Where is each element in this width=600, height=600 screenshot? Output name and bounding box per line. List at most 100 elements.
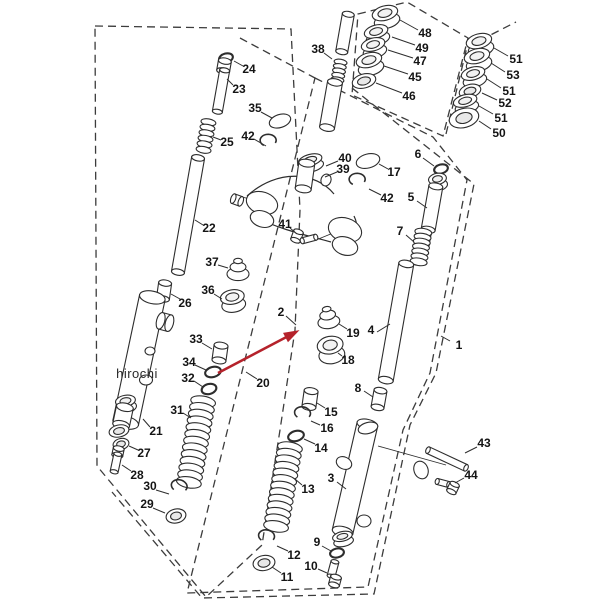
callout-18: 18: [337, 352, 355, 367]
callout-38: 38: [311, 42, 333, 60]
part-cap-nut: [226, 257, 250, 282]
part-spring: [409, 227, 433, 267]
dashed-boundary-6: [445, 21, 517, 135]
part-cylinder: [335, 10, 355, 56]
part-number-label: 31: [170, 403, 184, 417]
callout-21: 21: [142, 418, 163, 438]
part-seal: [108, 424, 130, 438]
part-cylinder: [155, 311, 175, 333]
part-cylinder: [318, 78, 344, 132]
callout-36: 36: [201, 283, 223, 300]
part-cylinder: [109, 451, 123, 475]
callout-24: 24: [233, 60, 256, 76]
part-number-label: 25: [220, 135, 234, 149]
part-cylinder: [446, 480, 460, 496]
part-bushing-ring: [316, 335, 346, 365]
callout-15: 15: [316, 402, 338, 419]
callout-14: 14: [303, 438, 328, 455]
part-number-label: 16: [320, 421, 334, 435]
part-number-label: 9: [314, 535, 321, 549]
part-number-label: 47: [413, 54, 427, 68]
callout-43: 43: [464, 436, 491, 454]
part-bushing-ring: [332, 530, 354, 548]
callout-5: 5: [408, 190, 428, 209]
part-disc: [249, 209, 275, 229]
part-number-label: 35: [248, 101, 262, 115]
part-seal: [252, 554, 276, 572]
part-number-label: 11: [281, 570, 294, 584]
part-number-label: 32: [181, 371, 195, 385]
callout-1: 1: [440, 335, 463, 352]
part-number-label: 1: [456, 338, 463, 352]
part-o-ring: [204, 365, 222, 379]
callout-4: 4: [368, 323, 391, 337]
part-cylinder: [370, 386, 388, 412]
callout-41: 41: [278, 217, 298, 235]
callout-50: 50: [478, 120, 506, 140]
callout-23: 23: [226, 78, 246, 96]
part-number-label: 20: [256, 376, 270, 390]
part-number-label: 4: [368, 323, 375, 337]
dashed-boundary-3: [239, 37, 316, 79]
part-cylinder: [377, 259, 415, 385]
part-number-label: 37: [205, 255, 219, 269]
part-number-label: 13: [301, 482, 315, 496]
part-cylinder: [425, 446, 469, 472]
assembly-axis-line: [377, 445, 447, 466]
part-spring: [175, 395, 217, 489]
part-disc: [138, 374, 154, 386]
part-number-label: 51: [509, 52, 523, 66]
part-number-label: 12: [287, 548, 301, 562]
callout-49: 49: [391, 36, 429, 55]
part-circlip: [293, 406, 312, 418]
callout-44: 44: [454, 468, 478, 484]
part-number-label: 48: [418, 26, 432, 40]
part-number-label: 27: [137, 446, 151, 460]
part-number-label: 19: [346, 326, 360, 340]
part-number-label: 6: [415, 147, 422, 161]
part-cylinder: [229, 193, 245, 207]
callout-17: 17: [378, 163, 401, 179]
callout-52: 52: [481, 92, 512, 110]
callout-29: 29: [140, 497, 166, 514]
callout-20: 20: [245, 371, 270, 390]
part-number-label: 7: [397, 224, 404, 238]
part-number-label: 26: [178, 296, 192, 310]
callout-46: 46: [375, 82, 416, 103]
part-number-label: 42: [241, 129, 255, 143]
part-circlip: [257, 529, 276, 541]
part-spring: [263, 441, 303, 533]
part-number-label: 43: [477, 436, 491, 450]
part-disc: [335, 456, 353, 470]
part-number-label: 3: [328, 471, 335, 485]
callout-7: 7: [397, 224, 415, 243]
part-number-label: 36: [201, 283, 215, 297]
part-disc: [357, 421, 379, 435]
part-number-label: 50: [492, 126, 506, 140]
callout-3: 3: [328, 471, 347, 490]
callout-22: 22: [194, 219, 216, 235]
part-number-label: 22: [202, 221, 216, 235]
callout-47: 47: [387, 49, 427, 68]
part-cylinder: [327, 573, 343, 589]
part-number-label: 17: [387, 165, 401, 179]
dashed-boundary-5: [351, 1, 469, 137]
part-cylinder: [294, 158, 316, 194]
part-number-label: 51: [494, 111, 508, 125]
callout-28: 28: [121, 464, 144, 482]
part-number-label: 30: [143, 479, 157, 493]
part-disc: [413, 460, 429, 480]
callout-11: 11: [271, 566, 294, 584]
callout-42: 42: [241, 129, 267, 147]
dashed-boundary-1: [94, 25, 301, 598]
callout-40: 40: [325, 151, 352, 167]
callout-51-3: 51: [478, 105, 508, 125]
part-disc: [320, 173, 332, 187]
callout-27: 27: [128, 445, 151, 460]
part-number-label: 42: [380, 191, 394, 205]
part-cylinder: [211, 67, 231, 115]
callout-34: 34: [182, 355, 207, 371]
callout-39: 39: [324, 162, 350, 178]
callout-8: 8: [355, 381, 374, 398]
